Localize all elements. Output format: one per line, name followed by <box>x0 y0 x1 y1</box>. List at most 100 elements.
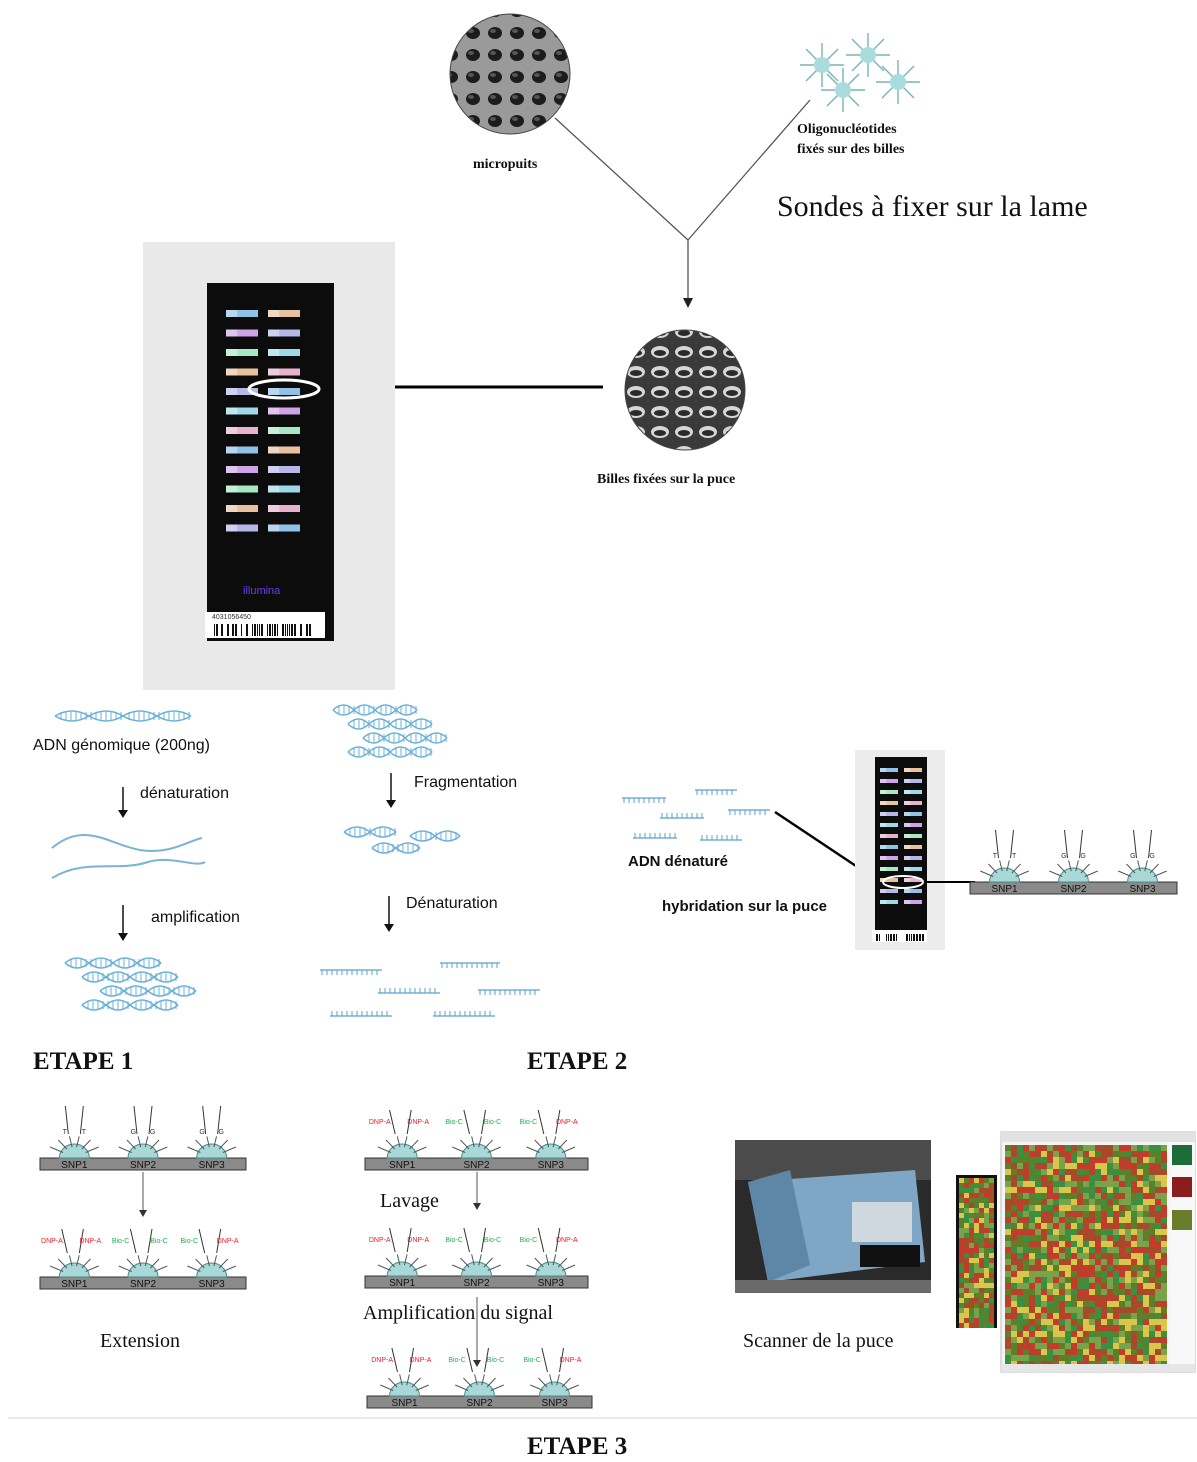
adn-denature-icon <box>622 789 770 841</box>
adn-denature-label: ADN dénaturé <box>628 853 729 870</box>
snp-label: SNP2 <box>130 1279 157 1290</box>
small-beadchip-image <box>872 757 927 942</box>
chip-strip <box>268 466 300 473</box>
oligonucleotide-beads-icon <box>800 33 920 112</box>
scanner-label: Scanner de la puce <box>743 1330 894 1352</box>
chip-strip <box>880 856 898 860</box>
scanned-strip-image <box>959 1178 994 1328</box>
snp-label: SNP1 <box>391 1398 418 1409</box>
etape1-title: ETAPE 1 <box>33 1048 134 1075</box>
chip-strip <box>904 878 922 882</box>
snp-label: SNP1 <box>389 1160 416 1171</box>
chip-barcode-number: 4031056450 <box>212 614 251 621</box>
dna-strand <box>64 957 114 969</box>
snp-bead <box>386 1143 418 1159</box>
fragmented-dna-icon <box>343 826 461 854</box>
snp-tag: DNP-A <box>371 1357 393 1364</box>
chip-strip <box>904 834 922 838</box>
sondes-title: Sondes à fixer sur la lame <box>777 190 1088 223</box>
dna-strand <box>409 830 461 842</box>
scan-thumbnail <box>1172 1177 1192 1197</box>
dna-strand <box>112 957 162 969</box>
snp-bead <box>127 1143 159 1159</box>
chip-strip <box>880 889 898 893</box>
dna-strand <box>129 999 179 1011</box>
snp-tag: Bio-C <box>523 1357 541 1364</box>
chip-strip <box>268 524 300 532</box>
oligo-label-line1: Oligonucléotides <box>797 122 897 137</box>
chip-strip <box>880 867 898 871</box>
scan-thumbnail <box>1172 1145 1192 1165</box>
snp-bead <box>460 1261 493 1277</box>
snp-label: SNP3 <box>199 1279 226 1290</box>
chip-highlight-ellipse <box>247 378 321 400</box>
snp-base: T <box>993 853 998 860</box>
snp-bead <box>196 1262 228 1278</box>
chip-brand-logo: illumina <box>243 585 281 597</box>
dna-strand <box>147 985 197 997</box>
snp-tag: DNP-A <box>79 1238 101 1245</box>
snp-label: SNP3 <box>541 1398 568 1409</box>
snp-tag: Bio-C <box>445 1119 463 1126</box>
snp-bead <box>460 1143 493 1159</box>
hybridation-label: hybridation sur la puce <box>662 898 828 915</box>
snp-tag: Bio-C <box>150 1238 168 1245</box>
snp-label: SNP1 <box>61 1160 88 1171</box>
snp-bead <box>535 1143 567 1159</box>
snp-label: SNP2 <box>130 1160 157 1171</box>
chip-strip <box>268 446 300 454</box>
snp-label: SNP2 <box>1060 884 1087 895</box>
chip-strip <box>880 845 898 849</box>
chip-strip <box>880 779 898 783</box>
chip-strip <box>880 834 898 838</box>
chip-strip <box>904 856 922 860</box>
chip-strip <box>904 889 922 893</box>
snp-bead <box>535 1261 567 1277</box>
snp-bead <box>538 1381 571 1397</box>
snp-tag: Bio-C <box>445 1237 463 1244</box>
chip-strip <box>226 505 258 512</box>
chip-strip <box>904 812 922 816</box>
snp-base: T <box>1012 853 1017 860</box>
chip-strip <box>268 388 300 395</box>
snp-bead <box>386 1261 418 1277</box>
chip-strip <box>268 329 300 337</box>
genomic-dna-group-icon <box>332 704 448 758</box>
snp-label: SNP3 <box>538 1160 565 1171</box>
chip-strip <box>904 801 922 805</box>
step-denaturation-1: dénaturation <box>140 785 229 802</box>
chip-strip <box>268 407 300 415</box>
chip-strip <box>268 427 300 434</box>
dna-strand <box>81 971 131 983</box>
chip-strip <box>880 801 898 805</box>
snp-tag: Bio-C <box>112 1238 130 1245</box>
chip-strip <box>226 466 258 473</box>
chip-strip <box>226 485 258 493</box>
snp-bead <box>1057 867 1090 883</box>
snp-bead <box>58 1143 90 1159</box>
chip-strip <box>904 900 922 904</box>
snp-bead <box>388 1381 421 1397</box>
oligo-label-line2: fixés sur des billes <box>797 142 905 157</box>
dna-strand <box>122 710 192 722</box>
snp-bead <box>988 867 1021 883</box>
etape2-title: ETAPE 2 <box>527 1048 628 1075</box>
chip-strip <box>226 524 258 532</box>
chip-strip <box>268 505 300 512</box>
snp-label: SNP1 <box>991 884 1018 895</box>
snp-base: G <box>1080 853 1085 860</box>
convergence-arrow <box>554 99 811 300</box>
chip-strip <box>226 388 258 395</box>
snp-tag: DNP-A <box>556 1119 578 1126</box>
snp-tag: Bio-C <box>181 1238 199 1245</box>
scan-thumbnail <box>1172 1210 1192 1230</box>
etape3-title: ETAPE 3 <box>527 1433 628 1460</box>
lavage-label: Lavage <box>380 1190 439 1212</box>
chip-strip <box>268 349 300 356</box>
step-denaturation-2: Dénaturation <box>406 895 498 912</box>
